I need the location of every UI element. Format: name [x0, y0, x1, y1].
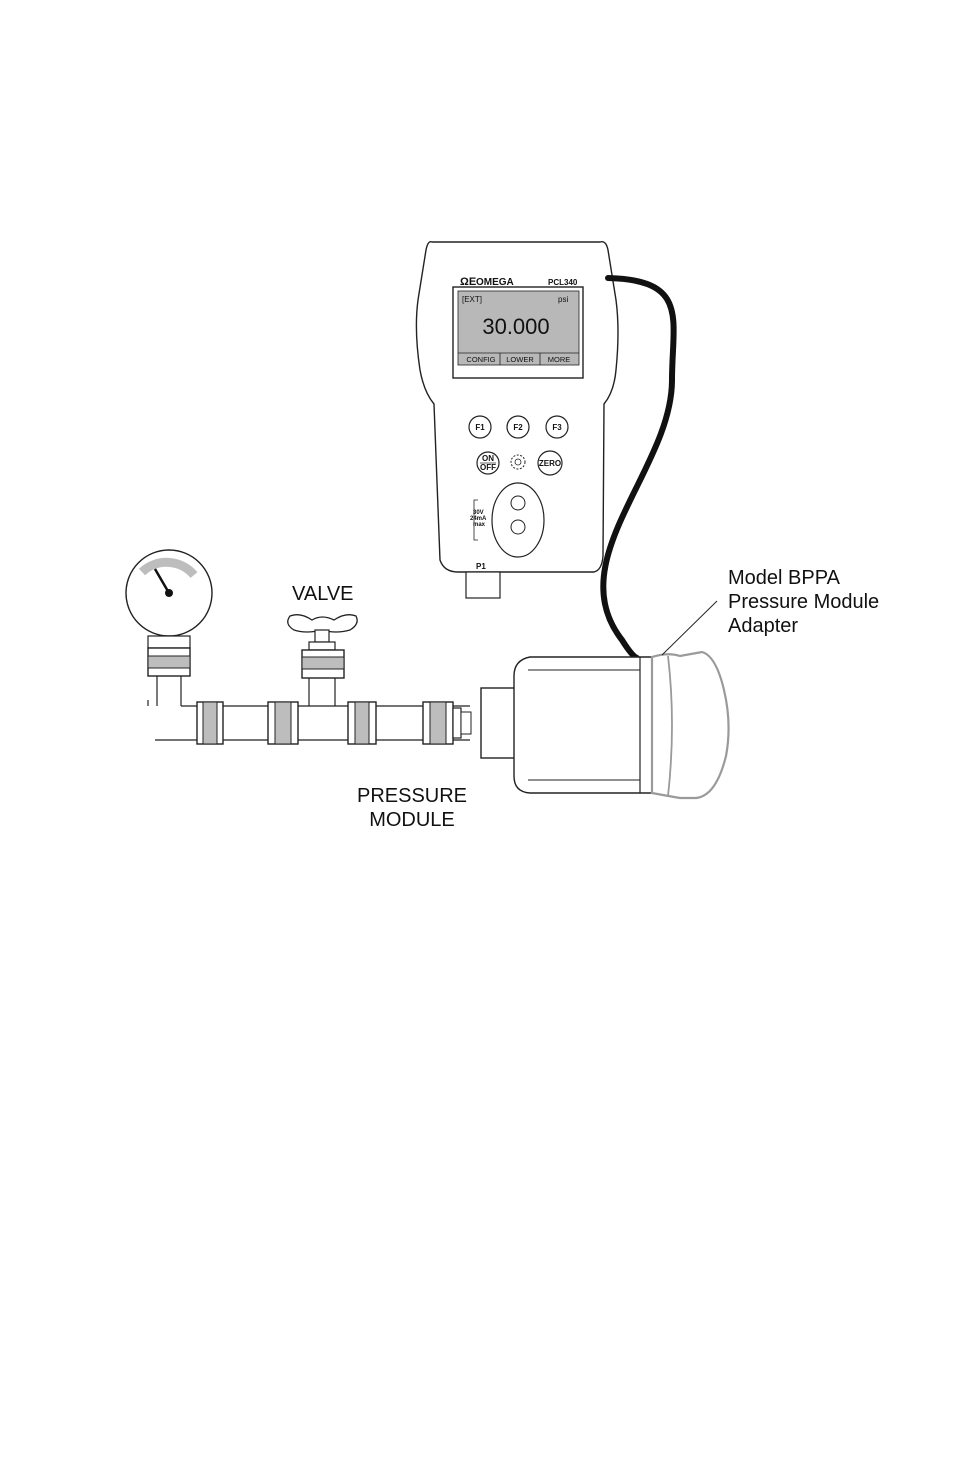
lcd-unit-label: psi [558, 295, 568, 304]
lcd-reading: 30.000 [482, 314, 549, 339]
pressure-gauge [126, 550, 212, 706]
coupling-4 [423, 702, 471, 744]
f1-key-label: F1 [475, 423, 485, 432]
valve-label: VALVE [292, 583, 354, 605]
f1-key[interactable]: F1 [469, 416, 491, 438]
module-housing [514, 657, 652, 793]
backlight-key[interactable] [511, 455, 525, 469]
lcd-mode-label: [EXT] [462, 295, 482, 304]
zero-key[interactable]: ZERO [538, 451, 562, 475]
on-off-key[interactable]: ON OFF [477, 452, 499, 474]
valve-body-band [302, 657, 344, 669]
pressure-module-label-line1: PRESSURE [357, 785, 467, 807]
adapter-leader-line [662, 601, 717, 655]
rating-max: max [473, 522, 486, 528]
f3-key[interactable]: F3 [546, 416, 568, 438]
gauge-neck [148, 636, 190, 648]
coupling-3 [348, 702, 376, 744]
gauge-fitting-band [148, 656, 190, 668]
on-key-label: ON [482, 454, 494, 463]
f3-key-label: F3 [552, 423, 562, 432]
coupling-1 [197, 702, 223, 744]
handheld-calibrator: ΩE OMEGA PCL340 [EXT] psi 30.000 CONFIG … [416, 242, 618, 598]
input-jack-upper[interactable] [511, 496, 525, 510]
valve-bonnet [309, 642, 335, 650]
softkey-lower: LOWER [506, 355, 534, 364]
bppa-adapter [652, 652, 729, 798]
zero-key-label: ZERO [539, 459, 561, 468]
valve [288, 615, 357, 706]
f2-key[interactable]: F2 [507, 416, 529, 438]
valve-stem [315, 630, 329, 642]
meter-port-tab [466, 572, 500, 598]
adapter-label-line1: Model BPPA [728, 567, 841, 589]
coupling-2 [268, 702, 298, 744]
brand-logo-mark: ΩE [460, 276, 476, 288]
pressure-module-label-line2: MODULE [369, 809, 455, 831]
backlight-icon [515, 459, 521, 465]
off-key-label: OFF [480, 463, 496, 472]
adapter-label-line3: Adapter [728, 615, 798, 637]
module-nozzle [481, 688, 517, 758]
f2-key-label: F2 [513, 423, 523, 432]
gauge-pivot [165, 589, 173, 597]
model-name: PCL340 [548, 278, 578, 287]
softkey-config: CONFIG [466, 355, 495, 364]
adapter-label-line2: Pressure Module [728, 591, 879, 613]
input-jack-lower[interactable] [511, 520, 525, 534]
port-label: P1 [476, 562, 486, 571]
pressure-module [481, 652, 729, 798]
softkey-more: MORE [548, 355, 571, 364]
